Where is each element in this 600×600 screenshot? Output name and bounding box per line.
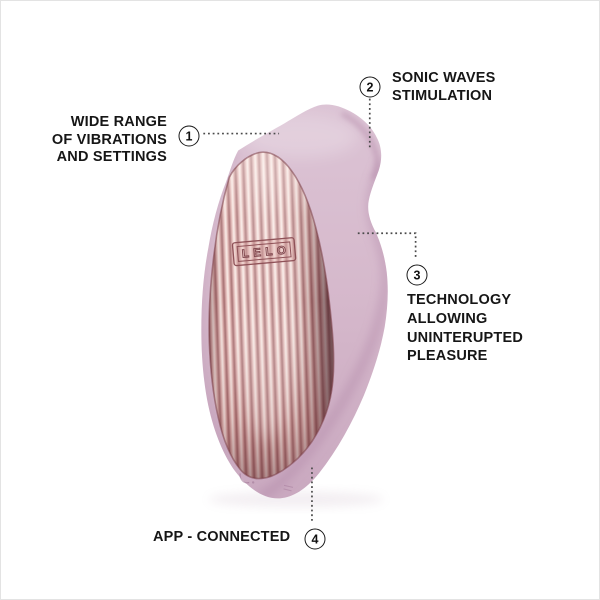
callout-4-number: 4	[311, 532, 319, 546]
callout-2-label-line: STIMULATION	[392, 87, 493, 104]
callout-3-number: 3	[413, 268, 421, 282]
lelo-logo-text: LELO	[241, 244, 290, 260]
callout-1-label-line: WIDE RANGE	[70, 114, 167, 130]
callout-3-number-badge: 3	[406, 264, 428, 286]
callout-1-number-badge: 1	[178, 125, 200, 147]
callout-2-label: SONIC WAVES STIMULATION	[392, 70, 495, 105]
leader-lines	[203, 98, 417, 523]
callout-3-label-line: UNINTERUPTED	[407, 329, 523, 346]
callout-3-label-line: TECHNOLOGY	[407, 292, 512, 308]
callout-2-number: 2	[366, 80, 374, 94]
callout-3-leader-line	[357, 232, 417, 258]
callout-4-label: APP - CONNECTED	[153, 529, 290, 547]
callout-2-label-line: SONIC WAVES	[392, 70, 496, 86]
callout-3-label: TECHNOLOGY ALLOWING UNINTERUPTED PLEASUR…	[407, 291, 523, 366]
nozzle-crease	[340, 111, 380, 181]
callout-3-label-line: ALLOWING	[407, 310, 488, 327]
callout-1-label: WIDE RANGE OF VIBRATIONS AND SETTINGS	[52, 114, 167, 167]
callout-3-label-line: PLEASURE	[407, 348, 488, 365]
callout-2-number-badge: 2	[359, 76, 381, 98]
lelo-logo-plate: LELO	[231, 237, 297, 267]
callout-4-label-line: APP - CONNECTED	[153, 529, 291, 545]
callout-1-label-line: AND SETTINGS	[56, 149, 167, 165]
face-seam	[208, 151, 335, 480]
callout-4-number-badge: 4	[304, 528, 326, 550]
ground-shadow	[208, 491, 384, 508]
control-button-marks	[239, 473, 294, 492]
callout-1-number: 1	[185, 129, 193, 143]
callout-1-label-line: OF VIBRATIONS	[51, 131, 167, 148]
